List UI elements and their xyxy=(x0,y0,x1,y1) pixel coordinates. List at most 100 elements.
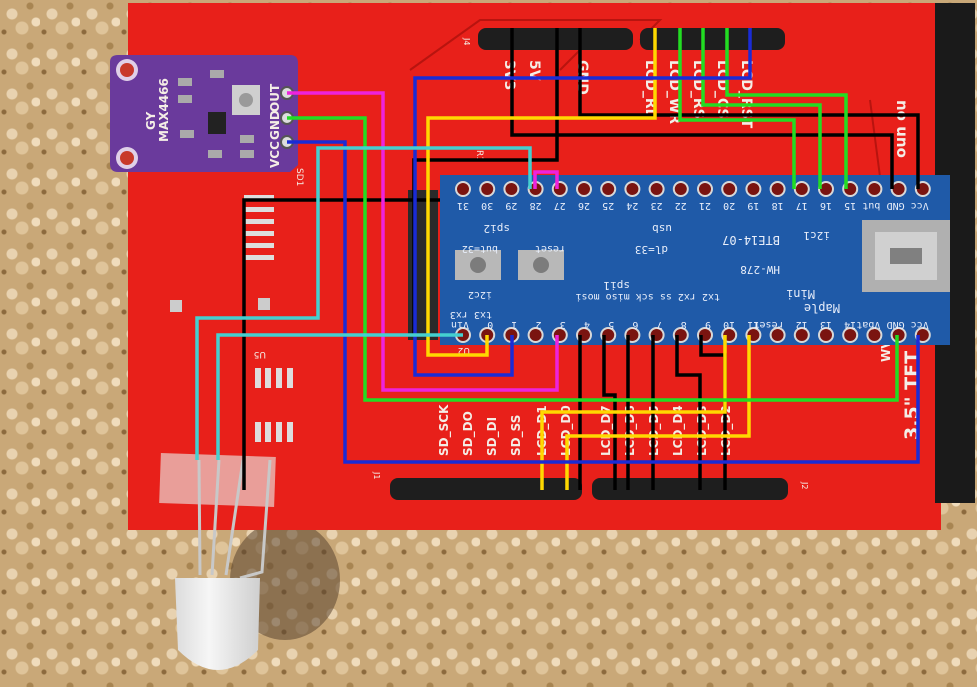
maple-pin-bottom xyxy=(866,327,883,343)
wire-cyan xyxy=(216,333,463,460)
sensor-name-max4466: MAX4466 xyxy=(157,78,171,142)
maple-pin-label: 2 xyxy=(536,319,542,330)
maple-pin-label: 7 xyxy=(657,319,663,330)
maple-pin-bottom xyxy=(818,327,834,343)
maple-pin-bottom xyxy=(769,327,786,343)
but-32-label: but=32 xyxy=(462,243,498,254)
j1-label: J1 xyxy=(372,471,381,479)
maple-pin-label: 19 xyxy=(747,200,759,211)
led-legs xyxy=(197,459,272,580)
board-label: HW-278 xyxy=(740,263,780,276)
maple-pin-label: 12 xyxy=(796,319,808,330)
spi1-group: spi1 xyxy=(604,279,631,292)
wire-magenta xyxy=(287,91,559,392)
wire-green xyxy=(701,28,822,189)
svg-text:3V3: 3V3 xyxy=(501,60,517,90)
svg-text:LCD_D7: LCD_D7 xyxy=(599,405,614,456)
maple-pin-top xyxy=(576,181,592,197)
wire-green xyxy=(287,116,899,402)
maple-pin-label: 1 xyxy=(511,319,517,330)
wire-black xyxy=(699,335,727,490)
maple-pin-label: 22 xyxy=(675,200,687,211)
wire-cyan xyxy=(195,146,532,460)
maple-pin-top xyxy=(455,181,471,197)
r1-label: R1 xyxy=(474,150,484,162)
svg-text:LCD_WR: LCD_WR xyxy=(666,60,682,124)
maple-pin-label: 21 xyxy=(699,200,711,211)
maple-pin-label: 31 xyxy=(457,200,469,211)
uno-label: no uno xyxy=(893,100,911,158)
maple-pin-label: 30 xyxy=(481,200,493,211)
maple-pin-label: 13 xyxy=(820,319,832,330)
maple-pin-top xyxy=(745,181,762,197)
maple-pin-bottom xyxy=(527,327,544,343)
sd1-label: SD1 xyxy=(294,168,304,186)
wire-black xyxy=(602,335,617,490)
maple-pin-label: GND xyxy=(887,200,905,211)
maple-pin-label: 11 xyxy=(747,319,759,330)
wire-black xyxy=(578,28,920,189)
maple-label: Maple xyxy=(804,301,840,315)
maple-pin-top xyxy=(600,181,617,197)
rgb-led xyxy=(175,578,260,670)
led-33-label: dl=33 xyxy=(635,243,668,256)
maple-pin-label: Vbat xyxy=(856,319,880,330)
reset-label: reset xyxy=(535,243,565,254)
svg-text:LCD_D0: LCD_D0 xyxy=(559,405,574,456)
j4-label: J4 xyxy=(462,37,471,45)
sensor-name-gy: GY xyxy=(144,111,158,130)
i2c2-group: i2c2 xyxy=(468,289,492,300)
max4466-module: GY MAX4466 OUT GND VCC xyxy=(110,55,298,172)
u2-label: U2 xyxy=(458,345,470,355)
user-button[interactable] xyxy=(455,250,501,280)
maple-pin-label: 16 xyxy=(820,200,832,211)
maple-pin-label: 28 xyxy=(530,200,542,211)
maple-pin-label: 3 xyxy=(560,319,566,330)
maple-pin-top xyxy=(551,181,568,197)
wire-magenta xyxy=(533,170,559,189)
svg-text:SD_DO: SD_DO xyxy=(461,411,476,456)
bottom-header-j1-j2 xyxy=(390,478,788,500)
spi2-group: spi2 xyxy=(484,222,511,235)
wire-blue xyxy=(287,140,920,464)
maple-pin-label: 20 xyxy=(723,200,735,211)
u5-footprint xyxy=(255,368,293,442)
maple-pin-label: 8 xyxy=(681,319,687,330)
maple-pin-label: 10 xyxy=(723,319,735,330)
pin-label-gnd: GND xyxy=(268,110,282,140)
mini-usb-connector[interactable] xyxy=(862,220,950,292)
maple-pin-label: 15 xyxy=(844,200,856,211)
maple-pin-top xyxy=(793,181,810,197)
maple-pin-label: 6 xyxy=(632,319,638,330)
svg-text:SD_DI: SD_DI xyxy=(485,417,500,456)
wire-blue xyxy=(413,28,752,377)
maple-pin-top xyxy=(648,181,665,197)
maple-pin-label: 29 xyxy=(505,200,517,211)
svg-text:LCD_D4: LCD_D4 xyxy=(671,405,686,456)
maple-pin-label: 24 xyxy=(626,200,638,211)
usb-group: usb xyxy=(652,222,672,235)
maple-pin-top xyxy=(721,181,738,197)
maple-pin-label: 14 xyxy=(844,319,856,330)
model-label: BTE14-07 xyxy=(722,233,780,247)
maple-pin-label: but xyxy=(862,200,880,211)
maple-pin-label: 4 xyxy=(584,319,590,330)
pin-label-out: OUT xyxy=(268,83,282,112)
maple-pin-bottom xyxy=(793,327,810,343)
func-row-tx3: tx3 rx3 xyxy=(450,309,492,320)
svg-text:SD_SCK: SD_SCK xyxy=(437,404,452,456)
svg-text:SD_SS: SD_SS xyxy=(509,415,524,456)
wire-green xyxy=(678,28,796,189)
wire-black xyxy=(242,198,440,490)
maple-pin-label: 9 xyxy=(705,319,711,330)
maple-pin-label: 27 xyxy=(554,200,566,211)
reset-button[interactable] xyxy=(518,250,564,280)
maple-pin-top xyxy=(672,181,689,197)
maple-pin-top xyxy=(866,181,883,197)
maple-pin-label: reset xyxy=(753,319,783,330)
maple-pin-label: GND xyxy=(887,319,905,330)
maple-pin-label: 18 xyxy=(772,200,784,211)
maple-pin-label: 5 xyxy=(608,319,614,330)
